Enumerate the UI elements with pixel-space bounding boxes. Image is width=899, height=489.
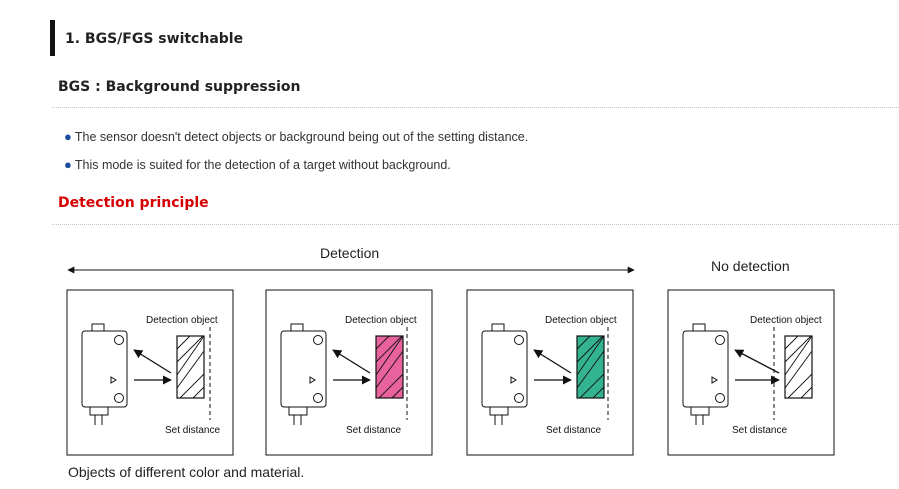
lens-icon bbox=[313, 393, 323, 403]
set-distance-label: Set distance bbox=[165, 425, 221, 436]
sensor-cable-gland bbox=[489, 406, 509, 416]
hatch-line bbox=[576, 335, 604, 363]
sensor-connector bbox=[290, 323, 304, 332]
lens-icon bbox=[514, 393, 524, 403]
sensor-cable-gland bbox=[89, 406, 109, 416]
sensor-panel bbox=[66, 289, 234, 456]
lens-icon bbox=[114, 393, 124, 403]
hatch-line bbox=[800, 386, 813, 399]
reflected-beam-arrow bbox=[734, 349, 780, 374]
bullet-icon: ● bbox=[64, 129, 72, 144]
sensor-panel bbox=[466, 289, 634, 456]
sensor-connector bbox=[692, 323, 706, 332]
hatch-line bbox=[784, 350, 813, 389]
set-distance-label: Set distance bbox=[546, 425, 602, 436]
lens-icon bbox=[313, 335, 323, 345]
sensor-cable-gland bbox=[690, 406, 710, 416]
hatch-line bbox=[576, 350, 605, 389]
bgs-heading: BGS : Background suppression bbox=[58, 79, 301, 95]
detection-principle-heading: Detection principle bbox=[58, 195, 209, 211]
hatch-line bbox=[784, 335, 799, 350]
divider bbox=[52, 224, 899, 225]
reflected-beam-arrow bbox=[133, 349, 172, 374]
diagram-caption: Objects of different color and material. bbox=[68, 464, 305, 480]
lens-icon bbox=[514, 335, 524, 345]
section-title: 1. BGS/FGS switchable bbox=[50, 20, 243, 56]
lens-icon bbox=[114, 335, 124, 345]
hatch-line bbox=[375, 335, 390, 350]
hatch-line bbox=[176, 335, 204, 363]
sensor-panel bbox=[265, 289, 433, 456]
hatch-line bbox=[378, 373, 404, 399]
hatch-line bbox=[592, 386, 605, 399]
hatch-line bbox=[784, 335, 813, 376]
hatch-line bbox=[579, 373, 605, 399]
bullet-text: This mode is suited for the detection of… bbox=[74, 158, 451, 172]
indicator-icon bbox=[711, 376, 718, 384]
hatch-line bbox=[576, 335, 605, 376]
hatch-line bbox=[179, 373, 205, 399]
hatch-line bbox=[787, 373, 813, 399]
no-detection-label: No detection bbox=[711, 258, 790, 274]
set-distance-label: Set distance bbox=[346, 425, 402, 436]
indicator-icon bbox=[110, 376, 117, 384]
hatch-line bbox=[176, 335, 205, 376]
hatch-line bbox=[391, 386, 404, 399]
hatch-line bbox=[176, 350, 205, 389]
list-item: ●This mode is suited for the detection o… bbox=[64, 151, 528, 179]
bullet-icon: ● bbox=[64, 157, 72, 172]
hatch-line bbox=[375, 335, 403, 363]
detection-object-label: Detection object bbox=[345, 315, 417, 326]
list-item: ●The sensor doesn't detect objects or ba… bbox=[64, 123, 528, 151]
sensor-cable-gland bbox=[288, 406, 308, 416]
detection-object-label: Detection object bbox=[146, 315, 218, 326]
hatch-line bbox=[784, 335, 812, 363]
detection-object-label: Detection object bbox=[545, 315, 617, 326]
indicator-icon bbox=[510, 376, 517, 384]
hatch-line bbox=[176, 335, 191, 350]
sensor-connector bbox=[491, 323, 505, 332]
reflected-beam-arrow bbox=[533, 349, 572, 374]
set-distance-label: Set distance bbox=[732, 425, 788, 436]
divider bbox=[52, 107, 899, 108]
bgs-bullet-list: ●The sensor doesn't detect objects or ba… bbox=[64, 123, 528, 179]
lens-icon bbox=[715, 335, 725, 345]
indicator-icon bbox=[309, 376, 316, 384]
hatch-line bbox=[576, 335, 591, 350]
hatch-line bbox=[375, 350, 404, 389]
hatch-line bbox=[192, 386, 205, 399]
sensor-connector bbox=[91, 323, 105, 332]
sensor-panel bbox=[667, 289, 835, 456]
hatch-line bbox=[375, 335, 404, 376]
lens-icon bbox=[715, 393, 725, 403]
reflected-beam-arrow bbox=[332, 349, 371, 374]
bullet-text: The sensor doesn't detect objects or bac… bbox=[74, 130, 529, 144]
detection-label: Detection bbox=[320, 245, 380, 261]
detection-object-label: Detection object bbox=[750, 315, 822, 326]
